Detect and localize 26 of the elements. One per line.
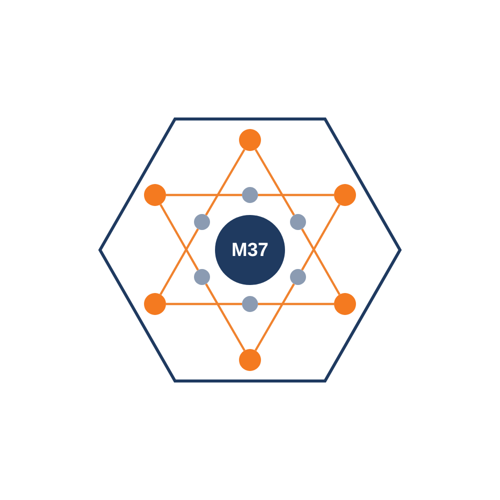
connector-line <box>301 228 340 296</box>
connector-line <box>258 194 334 196</box>
connector-line <box>160 204 199 271</box>
connector-line <box>301 204 340 271</box>
junction-dot <box>290 269 306 285</box>
junction-dot <box>194 269 210 285</box>
connector-line <box>205 283 246 352</box>
vertex-dot <box>144 293 166 315</box>
junction-dot <box>194 214 210 230</box>
hexagon-outline <box>97 116 403 384</box>
connector-line <box>258 302 334 306</box>
vertex-dot <box>334 184 356 206</box>
connector-line <box>160 228 199 296</box>
connector-line <box>254 148 295 216</box>
junction-dot <box>242 187 258 203</box>
connector-line <box>166 302 242 306</box>
node-label: M37 <box>232 240 268 260</box>
connector-line <box>254 283 295 352</box>
vertex-dot <box>144 184 166 206</box>
connector-line <box>166 194 242 196</box>
vertex-dot <box>239 349 261 371</box>
vertex-dot <box>334 293 356 315</box>
junction-dot <box>290 214 306 230</box>
vertex-dot <box>239 129 261 151</box>
connector-line <box>205 148 246 216</box>
junction-dot <box>242 296 258 312</box>
